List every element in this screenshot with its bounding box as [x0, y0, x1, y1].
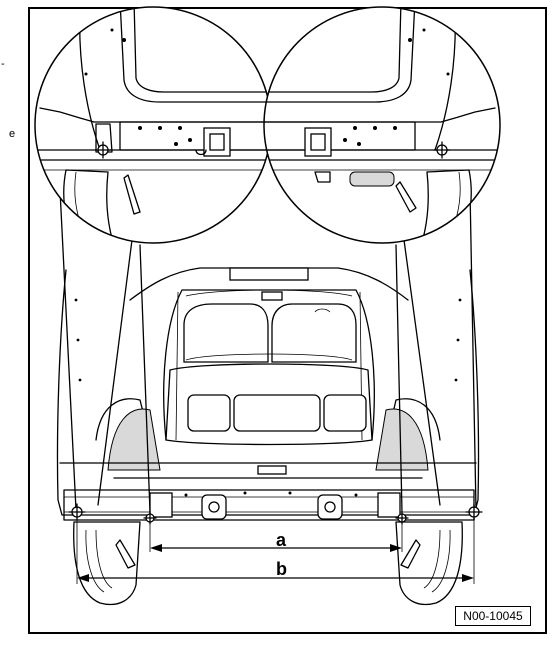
dimension-b-label: b	[276, 559, 287, 579]
crosshair-icon	[94, 141, 112, 159]
figure-reference-code: N00-10045	[455, 606, 531, 626]
crosshair-icon	[68, 503, 86, 521]
dimension-a	[149, 522, 403, 552]
detail-view-left	[34, 6, 272, 244]
edge-text-fragment-lower: e	[9, 128, 16, 140]
vehicle-body	[56, 267, 480, 516]
right-rear-wheel	[395, 521, 463, 606]
crosshair-icon	[465, 503, 483, 521]
detail-view-right	[263, 6, 501, 244]
left-rear-wheel	[73, 521, 141, 606]
cargo-floor-panels	[187, 394, 367, 432]
callout-leaders	[59, 189, 477, 513]
edge-text-fragment-upper: -	[1, 58, 5, 70]
crosshair-icon	[433, 141, 451, 159]
dimension-a-label: a	[276, 530, 287, 550]
dimension-b	[76, 520, 475, 584]
rear-seats	[183, 303, 357, 363]
